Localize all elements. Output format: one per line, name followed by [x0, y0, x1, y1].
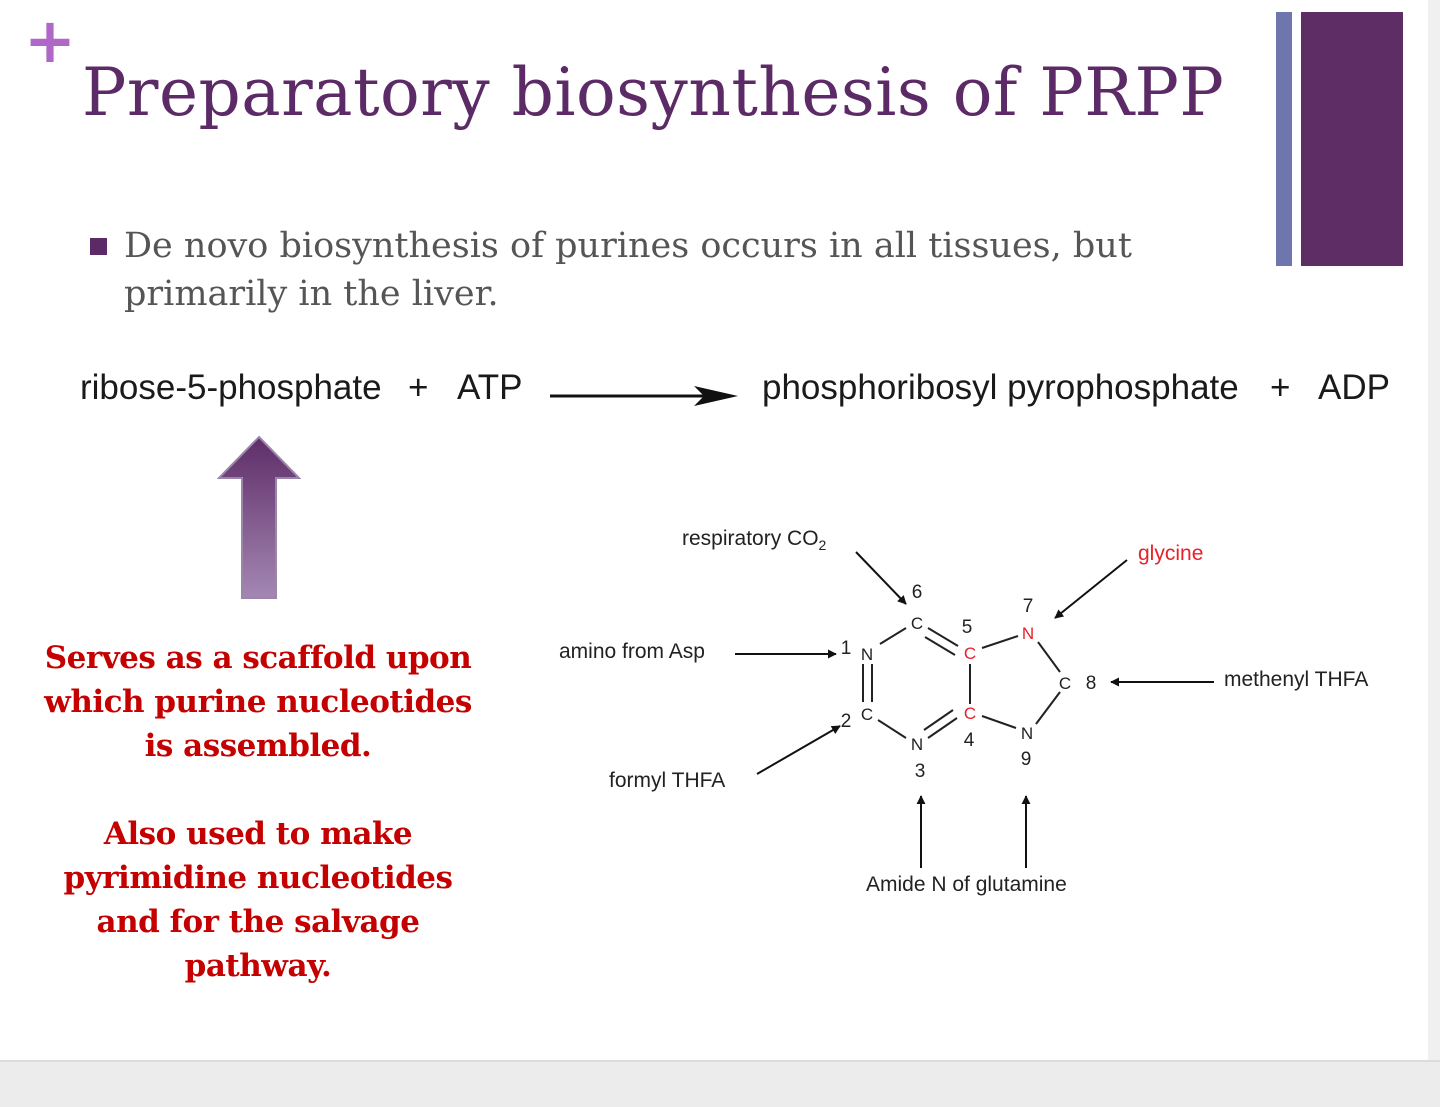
atom-c6: C	[911, 614, 923, 633]
bullet-text: De novo biosynthesis of purines occurs i…	[124, 226, 1132, 314]
bottom-strip	[0, 1060, 1440, 1107]
plus-logo-icon: +	[24, 4, 76, 77]
position-5: 5	[962, 617, 973, 638]
decorative-bar-thin	[1276, 12, 1292, 266]
reactant-ribose-5-phosphate: ribose-5-phosphate	[80, 368, 382, 407]
atom-n7: N	[1022, 624, 1034, 643]
reaction-arrow-icon	[550, 386, 738, 406]
atom-n1: N	[861, 645, 873, 664]
atom-c8: C	[1059, 674, 1071, 693]
position-6: 6	[912, 582, 923, 603]
atom-c5: C	[964, 644, 976, 663]
label-respiratory-co2: respiratory CO2	[682, 527, 827, 553]
label-formyl-thfa: formyl THFA	[609, 769, 725, 792]
purine-structure-diagram: N C N C C C N C N 1 2 3 4 5 6 7 8 9	[559, 527, 1368, 896]
product-adp: ADP	[1318, 368, 1390, 407]
ring-bonds	[862, 627, 1061, 739]
atom-n3: N	[911, 735, 923, 754]
position-9: 9	[1021, 749, 1032, 770]
label-methenyl-thfa: methenyl THFA	[1224, 668, 1368, 691]
position-7: 7	[1023, 596, 1034, 617]
up-arrow-icon	[216, 435, 302, 599]
position-2: 2	[841, 711, 852, 732]
decorative-bar-thick	[1301, 12, 1403, 266]
position-8: 8	[1086, 673, 1097, 694]
other-uses-note: Also used to make pyrimidine nucleotides…	[63, 816, 453, 984]
bullet-square-icon	[90, 238, 107, 255]
atom-n9: N	[1021, 724, 1033, 743]
position-3: 3	[915, 761, 926, 782]
equation-plus-2: +	[1270, 368, 1291, 407]
slide-title: Preparatory biosynthesis of PRPP	[82, 54, 1225, 131]
slide: + Preparatory biosynthesis of PRPP De no…	[0, 0, 1428, 1060]
reactant-atp: ATP	[457, 368, 523, 407]
atom-c4: C	[964, 704, 976, 723]
label-glycine: glycine	[1138, 542, 1203, 565]
atom-c2: C	[861, 705, 873, 724]
position-1: 1	[841, 638, 852, 659]
product-prpp: phosphoribosyl pyrophosphate	[762, 368, 1239, 407]
label-amino-asp: amino from Asp	[559, 640, 705, 663]
scaffold-note: Serves as a scaffold upon which purine n…	[44, 640, 472, 764]
equation-plus-1: +	[408, 368, 429, 407]
position-4: 4	[964, 730, 975, 751]
label-amide-n-glutamine: Amide N of glutamine	[866, 873, 1067, 896]
source-arrows	[735, 551, 1214, 868]
